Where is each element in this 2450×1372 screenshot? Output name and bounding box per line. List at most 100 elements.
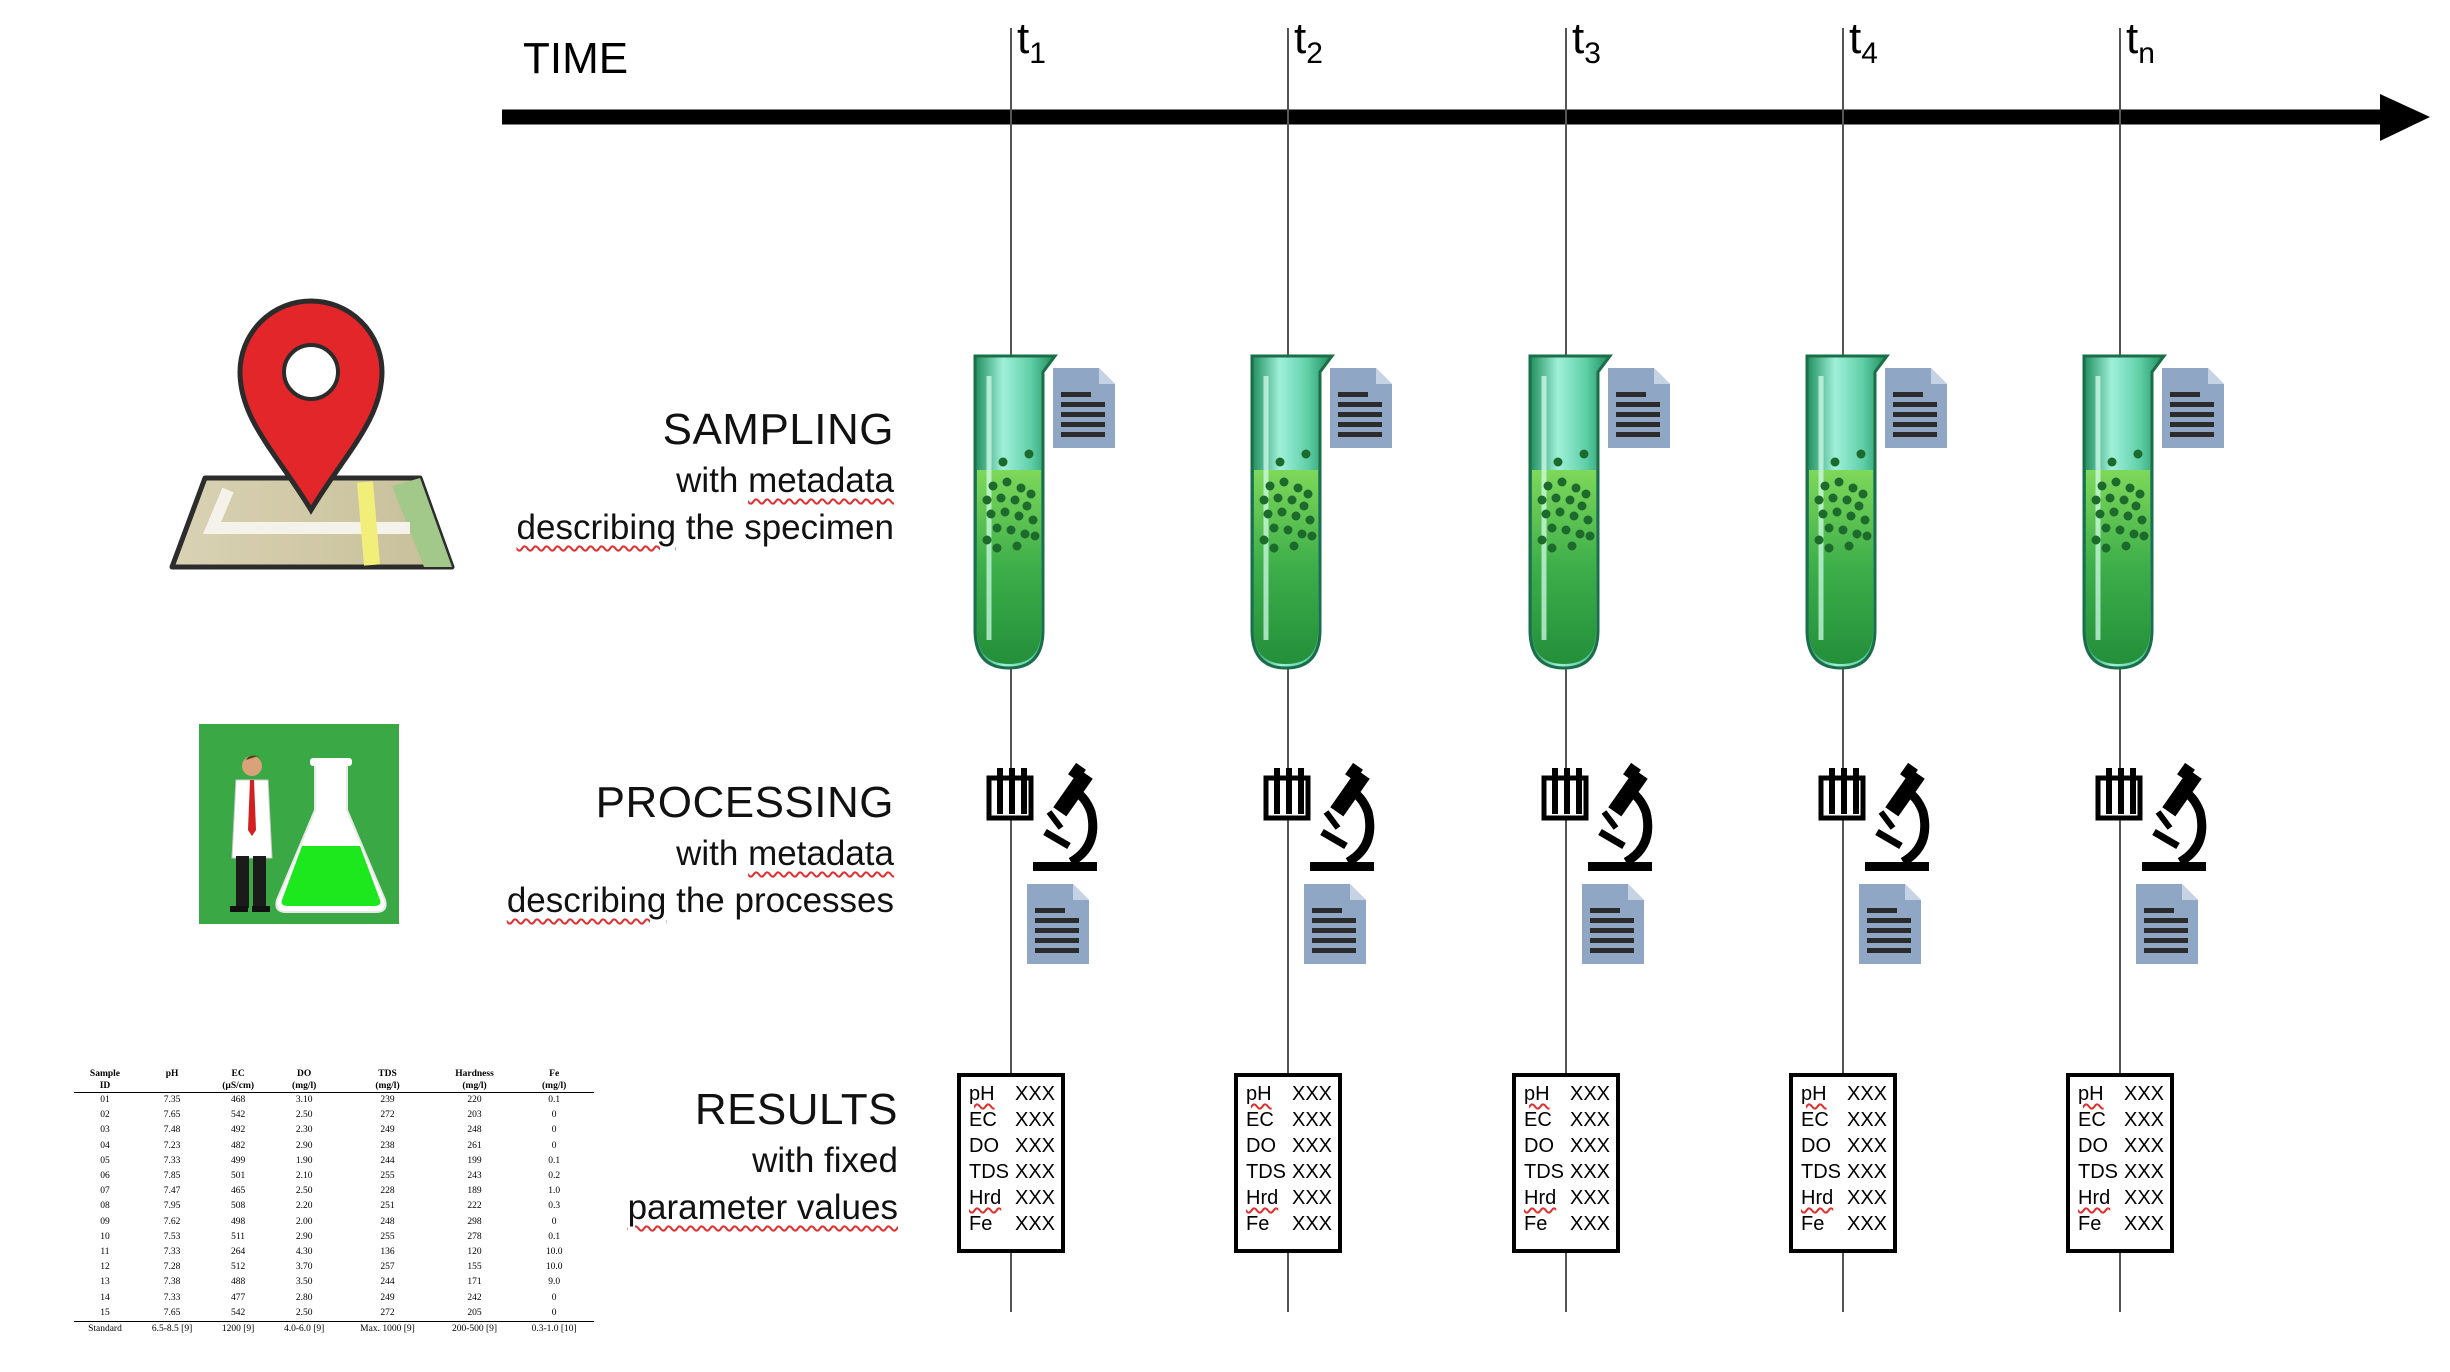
table-cell: 200-500 [9]: [434, 1321, 515, 1338]
table-cell: 6.5-8.5 [9]: [135, 1321, 209, 1338]
table-cell: 272: [380, 1307, 395, 1318]
table-cell: 243: [467, 1171, 482, 1182]
result-value: XXX: [2124, 1135, 2165, 1157]
table-cell: 120: [467, 1247, 482, 1258]
reference-table-header-cell: EC(µS/cm): [208, 1068, 269, 1093]
table-cell: 0: [551, 1110, 557, 1121]
result-value: XXX: [1847, 1213, 1888, 1235]
result-value: XXX: [1570, 1109, 1611, 1131]
processing-sub-describing: describing: [506, 881, 667, 920]
table-cell: 05: [100, 1155, 110, 1166]
table-cell: 0: [551, 1307, 557, 1318]
table-cell: 13: [100, 1277, 110, 1288]
timepoint-base: t: [1572, 14, 1585, 63]
result-value: XXX: [1292, 1135, 1333, 1157]
table-cell: 2.80: [295, 1292, 313, 1303]
table-cell: 0.3-1.0 [10]: [514, 1321, 594, 1338]
header-line: Sample: [89, 1069, 121, 1079]
result-param: Hrd: [1801, 1187, 1834, 1209]
table-cell: 244: [380, 1277, 395, 1288]
timepoint-subscript: 2: [1306, 37, 1323, 70]
table-cell: 222: [467, 1201, 482, 1212]
result-param: EC: [1246, 1109, 1274, 1131]
table-cell: 199: [467, 1155, 482, 1166]
result-param: pH: [969, 1083, 995, 1105]
timepoint-label: t3: [1572, 14, 1601, 79]
document-icon: [1608, 368, 1670, 448]
header-unit: (mg/l): [542, 1081, 567, 1091]
result-param: Hrd: [1524, 1187, 1557, 1209]
sampling-sub-metadata: metadata: [748, 461, 894, 500]
test-tube-icon: [1250, 354, 1335, 670]
table-cell: 10: [100, 1231, 110, 1242]
result-value: XXX: [2124, 1213, 2165, 1235]
table-cell: 4.0-6.0 [9]: [268, 1321, 341, 1338]
table-cell: 228: [380, 1186, 395, 1197]
table-cell: 249: [380, 1292, 395, 1303]
sampling-subtitle-2: describing the specimen: [517, 504, 894, 551]
table-cell: 7.47: [163, 1186, 181, 1197]
sampling-subtitle-1: with metadata: [517, 457, 894, 504]
result-param: Hrd: [1246, 1187, 1279, 1209]
table-cell: 3.10: [295, 1095, 313, 1105]
timepoint-subscript: 1: [1029, 37, 1046, 70]
result-row: Hrd XXX: [969, 1186, 1055, 1210]
table-cell: 7.95: [163, 1201, 181, 1212]
header-line: EC: [231, 1069, 245, 1079]
results-label: RESULTS with fixed parameter values: [628, 1083, 898, 1231]
table-cell: 136: [380, 1247, 395, 1258]
result-value: XXX: [1570, 1135, 1611, 1157]
document-icon: [1859, 884, 1921, 964]
results-subtitle-1: with fixed: [752, 1141, 898, 1180]
result-row: Fe XXX: [969, 1212, 1055, 1236]
test-tube-icon: [1805, 354, 1890, 670]
result-value: XXX: [1015, 1213, 1056, 1235]
timepoint-base: t: [1017, 14, 1030, 63]
result-value: XXX: [1015, 1187, 1056, 1209]
lab-scientist-icon: [199, 724, 399, 924]
table-cell: 7.65: [163, 1110, 181, 1121]
timepoint-base: t: [1849, 14, 1862, 63]
table-cell: 498: [230, 1216, 246, 1227]
result-param: EC: [969, 1109, 997, 1131]
table-cell: 2.30: [295, 1125, 313, 1136]
table-cell: 542: [230, 1307, 246, 1318]
sampling-sub-post: the specimen: [676, 508, 894, 547]
result-value: XXX: [1292, 1083, 1333, 1105]
table-cell: 7.35: [163, 1095, 181, 1105]
result-param: Hrd: [969, 1187, 1002, 1209]
table-cell: 264: [230, 1247, 246, 1258]
processing-title: PROCESSING: [595, 778, 894, 827]
result-param: DO: [1524, 1135, 1554, 1157]
result-param: Fe: [969, 1213, 993, 1235]
table-cell: 7.85: [163, 1171, 181, 1182]
table-cell: 512: [230, 1262, 246, 1273]
table-cell: 501: [230, 1171, 246, 1182]
table-cell: 257: [380, 1262, 395, 1273]
table-cell: 02: [100, 1110, 110, 1121]
reference-table-header-cell: Hardness(mg/l): [434, 1068, 515, 1093]
result-param: EC: [2078, 1109, 2106, 1131]
results-subtitle-2: parameter values: [628, 1184, 898, 1231]
table-cell: 542: [230, 1110, 246, 1121]
time-lines: [1010, 28, 2121, 1312]
result-param: EC: [1524, 1109, 1552, 1131]
header-unit: ID: [99, 1081, 111, 1091]
